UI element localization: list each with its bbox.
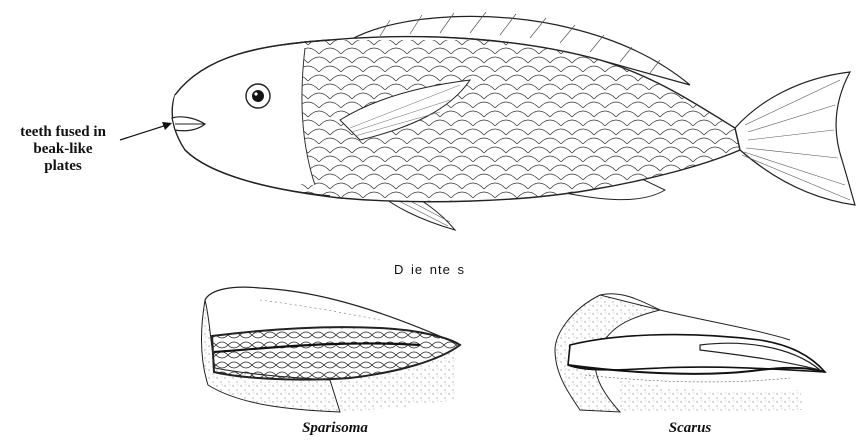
scarus-label: Scarus <box>610 420 770 437</box>
sparisoma-label: Sparisoma <box>255 420 415 437</box>
annotation-label: teeth fused in beak-like plates <box>8 124 118 175</box>
figure-caption: D ie nte s <box>0 262 859 277</box>
